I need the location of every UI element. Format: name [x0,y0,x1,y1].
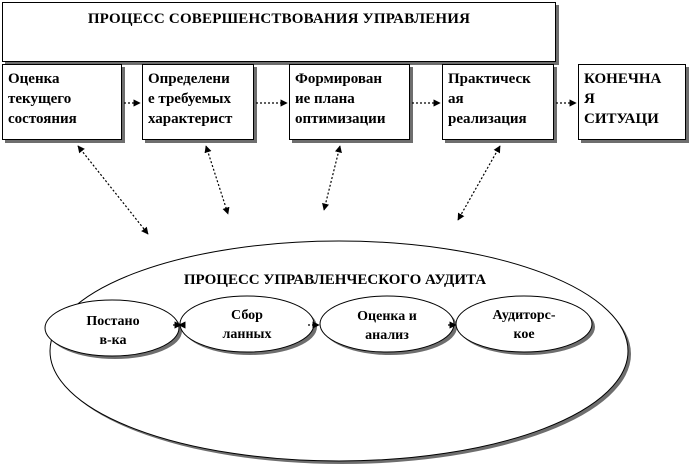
arrow-step2-audit [204,145,230,215]
phase-setup-label: Постано в-ка [86,314,140,348]
process-title: ПРОЦЕСС СОВЕРШЕНСТВОВАНИЯ УПРАВЛЕНИЯ [87,11,471,27]
phase-collection-label: Сбор ланных [222,308,272,342]
arrow-step3-audit [322,145,342,211]
phase-audit-report-label: Аудиторс- кое [492,308,556,342]
process-title-box: ПРОЦЕСС СОВЕРШЕНСТВОВАНИЯ УПРАВЛЕНИЯ [2,2,556,62]
phase-analysis-label: Оценка и анализ [357,309,417,343]
step-final-situation: КОНЕЧНА Я СИТУАЦИ [578,64,686,140]
step-current-state-assessment: Оценка текущего состояния [2,64,122,140]
arrow-step4-audit [457,145,501,221]
step-practical-implementation: Практическ ая реализация [442,64,554,140]
arrow-step1-audit [77,145,149,235]
audit-ellipse [49,240,629,462]
audit-process-title: ПРОЦЕСС УПРАВЛЕНЧЕСКОГО АУДИТА [183,272,487,288]
step-required-characteristics: Определени е требуемых характерист [142,64,254,140]
step-optimization-plan: Формирован ие плана оптимизации [289,64,410,140]
